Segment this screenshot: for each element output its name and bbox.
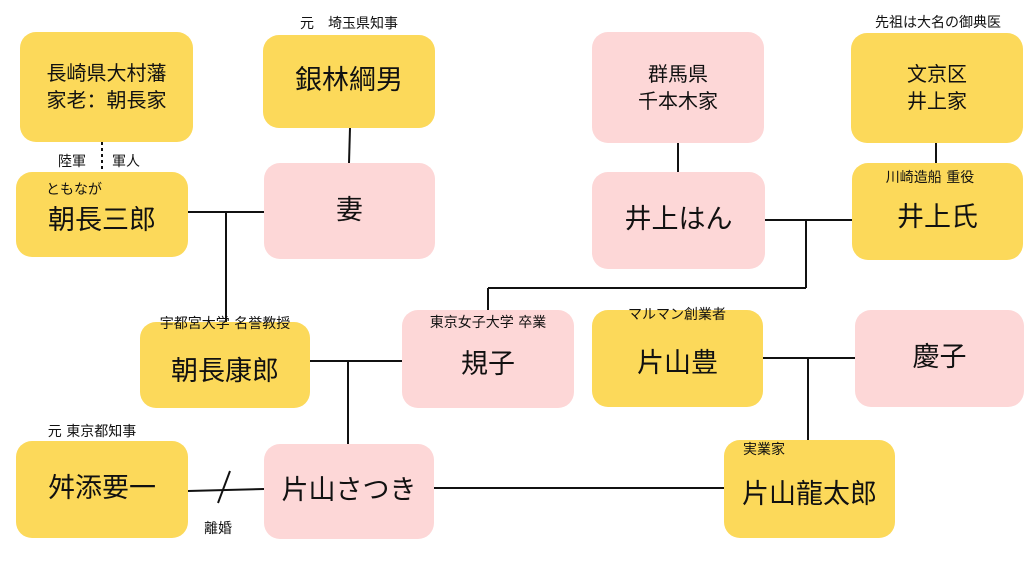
box-keiko: 慶子 [855,310,1024,407]
box-inoue-shi: 井上氏 [852,163,1023,260]
label-yutaka-title: マルマン創業者 [628,307,726,323]
box-ginbayashi: 銀林綱男 [263,35,435,128]
box-inoue-han: 井上はん [592,172,765,269]
label-bunkyo-note: 先祖は大名の御典医 [875,15,1001,31]
label-masuzoe-title: 元 東京都知事 [47,424,137,440]
line-masuzoe-satsuki [187,488,265,492]
box-masuzoe: 舛添要一 [16,441,188,538]
box-noriko: 規子 [402,310,574,408]
box-tsuma: 妻 [264,163,435,259]
box-saburo: 朝長三郎 [16,172,188,257]
label-divorce: 離婚 [204,521,232,537]
label-noriko-title: 東京女子大学 卒業 [429,315,547,331]
label-saburo-reading: ともなが [46,182,102,198]
box-gunma-family: 群馬県 千本木家 [592,32,764,143]
box-ryutaro: 片山龍太郎 [724,440,895,538]
label-inoue-title: 川崎造船 重役 [885,170,975,186]
box-satsuki: 片山さつき [264,444,434,539]
box-yasuro: 朝長康郎 [140,322,310,408]
label-army-right: 軍人 [112,154,140,170]
box-omura-family: 長崎県大村藩 家老：朝長家 [20,32,193,142]
label-ginbayashi-title: 元 埼玉県知事 [300,16,398,32]
box-bunkyo-family: 文京区 井上家 [851,33,1023,143]
label-army-left: 陸軍 [58,154,86,170]
line-ginbayashi-tsuma [348,127,351,164]
label-ryutaro-title: 実業家 [743,442,785,458]
label-yasuro-title: 宇都宮大学 名誉教授 [159,316,291,332]
divorce-mark [217,470,231,504]
box-yutaka: 片山豊 [592,310,763,407]
